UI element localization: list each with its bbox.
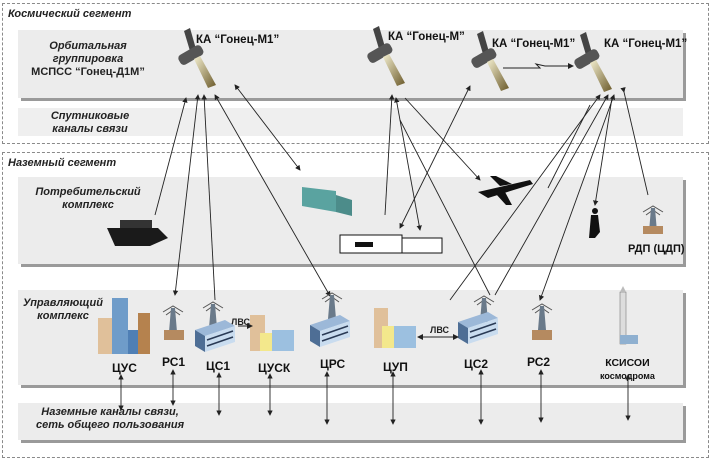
- ship-icon: [107, 220, 168, 246]
- control-complex-label: Управляющий комплекс: [23, 297, 103, 322]
- pedestrian-icon: [589, 208, 600, 238]
- node-label-ts1: ЦС1: [206, 359, 231, 373]
- tsrs-building-icon: [309, 292, 351, 348]
- consumer-complex-label: Потребительский комплекс: [35, 186, 141, 211]
- space-segment-frame: [2, 3, 709, 144]
- tsup-building-icon: [374, 308, 416, 348]
- train-icon: [339, 234, 443, 254]
- ksisoi-rocket-icon: [619, 286, 638, 345]
- rs1-tower-icon: [162, 305, 184, 340]
- truck-icon: [302, 187, 352, 216]
- node-label-tsus: ЦУС: [112, 361, 137, 375]
- satellite-label-1: КА “Гонец-М1”: [196, 34, 280, 46]
- node-label-rs2: РС2: [527, 355, 551, 369]
- rs2-tower-icon: [531, 303, 553, 340]
- satellite-icon-1: [176, 28, 216, 88]
- satellite-channels-label: Спутниковые каналы связи: [50, 110, 130, 135]
- node-label-tsrs: ЦРС: [320, 357, 346, 371]
- satellite-icon-4: [572, 32, 612, 92]
- tsusk-building-icon: [250, 315, 294, 351]
- satellite-icon-2: [365, 26, 405, 86]
- orbital-group-label: Орбитальная группировка МСПСС “Гонец-Д1М…: [31, 40, 145, 78]
- space-segment-title: Космический сегмент: [8, 8, 132, 20]
- lan-label-1: ЛВС: [231, 317, 250, 327]
- node-label-ts2: ЦС2: [464, 357, 489, 371]
- ground-channels-label: Наземные каналы связи, сеть общего польз…: [35, 406, 185, 431]
- ts1-building-icon: [194, 301, 236, 353]
- tsus-building-icon: [98, 298, 150, 354]
- rdp-tower-icon: [642, 205, 664, 234]
- airplane-icon: [478, 176, 533, 205]
- node-label-tsusk: ЦУСК: [258, 361, 291, 375]
- node-label-rs1: РС1: [162, 355, 186, 369]
- ground-channel-links: [118, 369, 631, 425]
- lan-label-2: ЛВС: [430, 325, 449, 335]
- satellite-links: [154, 84, 649, 301]
- satellite-label-2: КА “Гонец-М”: [388, 31, 465, 43]
- intersatellite-link: [503, 63, 574, 69]
- ts2-building-icon: [457, 295, 499, 345]
- ground-segment-frame: [2, 152, 709, 458]
- satellite-label-4: КА “Гонец-М1”: [604, 38, 688, 50]
- satellite-icon-3: [469, 31, 509, 91]
- satellite-label-3: КА “Гонец-М1”: [492, 38, 576, 50]
- rdp-label: РДП (ЦДП): [628, 243, 685, 255]
- ground-channels-panel: [18, 403, 683, 440]
- ground-segment-title: Наземный сегмент: [8, 157, 117, 169]
- node-label-tsup: ЦУП: [383, 360, 408, 374]
